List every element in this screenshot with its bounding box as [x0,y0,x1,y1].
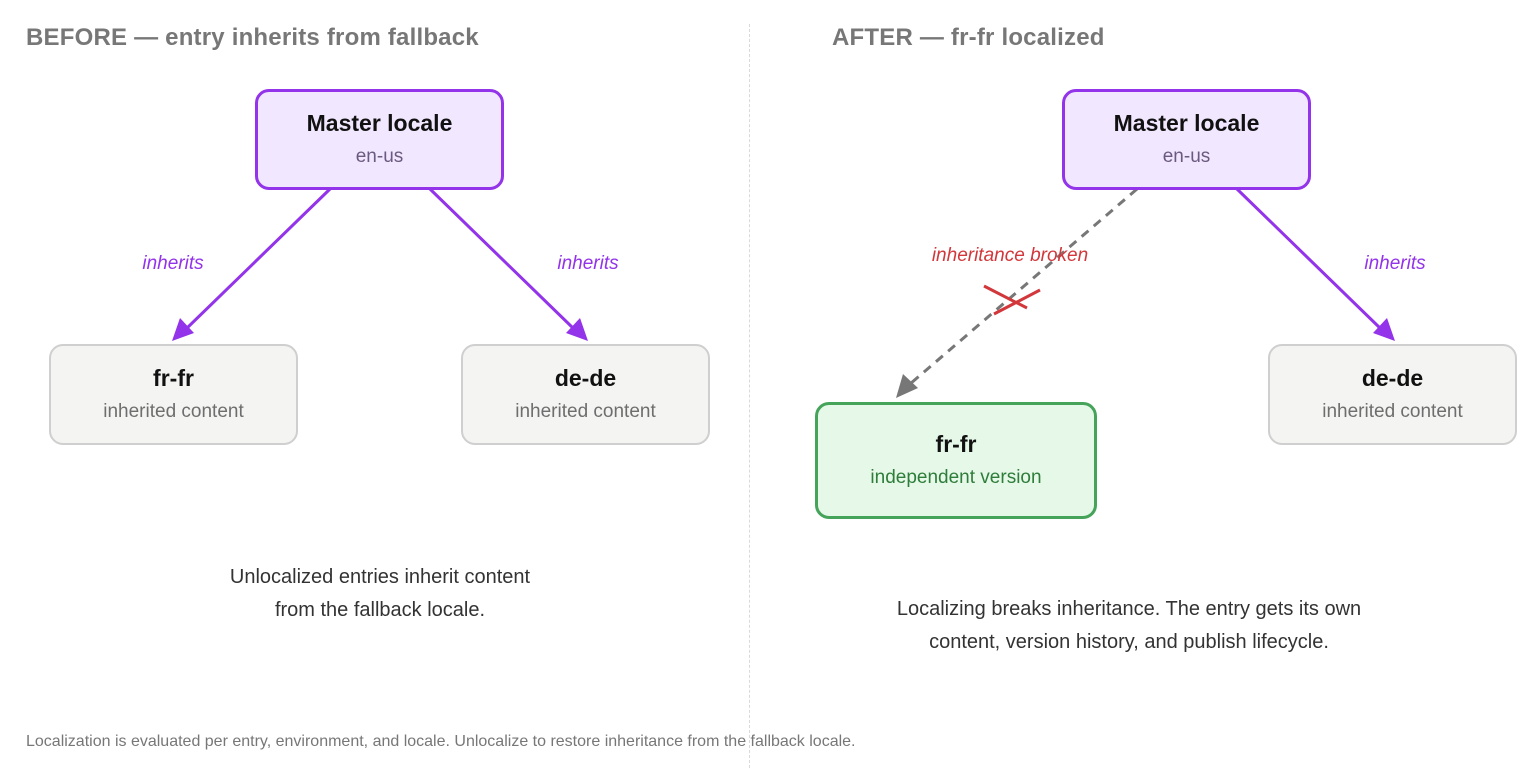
before-panel-title: BEFORE — entry inherits from fallback [26,24,479,51]
panel-divider [749,24,750,768]
after-edge-de-de [1235,187,1383,331]
after-arrowhead-broken [896,374,918,398]
after-caption-line-2: content, version history, and publish li… [929,631,1329,653]
after-panel-title: AFTER — fr-fr localized [832,24,1105,51]
before-child-fr-fr: fr-fr inherited content [49,344,298,445]
after-edge-label-de-de: inherits [1364,253,1426,274]
after-caption-line-1: Localizing breaks inheritance. The entry… [896,598,1362,620]
after-arrowhead-de-de [1373,318,1395,341]
after-localized-fr-fr: fr-fr independent version [815,402,1097,519]
before-edge-fr-fr [184,187,332,331]
before-edge-de-de [428,187,576,331]
before-de-de-name: de-de [554,365,617,392]
footer-note: Localization is evaluated per entry, env… [26,733,856,750]
broken-x-mark [983,284,1041,316]
before-fr-fr-name: fr-fr [153,365,194,392]
before-master-name: Master locale [306,110,453,137]
after-edge-broken [909,187,1138,386]
after-fr-fr-name: fr-fr [935,431,977,458]
after-de-de-status: inherited content [1322,400,1463,422]
before-caption-line-1: Unlocalized entries inherit content [229,566,531,588]
before-master-node: Master locale en-us [255,89,504,190]
after-fr-fr-status: independent version [870,466,1042,488]
after-broken-label: inheritance broken [931,245,1089,266]
before-arrowhead-de-de [566,318,588,341]
after-child-de-de: de-de inherited content [1268,344,1517,445]
before-caption-line-2: from the fallback locale. [274,599,486,621]
before-master-code: en-us [355,145,404,167]
before-caption: Unlocalized entries inherit content from… [230,561,530,627]
before-arrowhead-fr-fr [172,318,194,341]
before-edge-label-fr-fr: inherits [142,253,204,274]
after-caption: Localizing breaks inheritance. The entry… [897,593,1361,659]
before-edge-label-de-de: inherits [557,253,619,274]
before-child-de-de: de-de inherited content [461,344,710,445]
after-master-node: Master locale en-us [1062,89,1311,190]
after-master-name: Master locale [1113,110,1260,137]
after-master-code: en-us [1162,145,1211,167]
before-de-de-status: inherited content [515,400,656,422]
before-fr-fr-status: inherited content [103,400,244,422]
after-de-de-name: de-de [1361,365,1424,392]
